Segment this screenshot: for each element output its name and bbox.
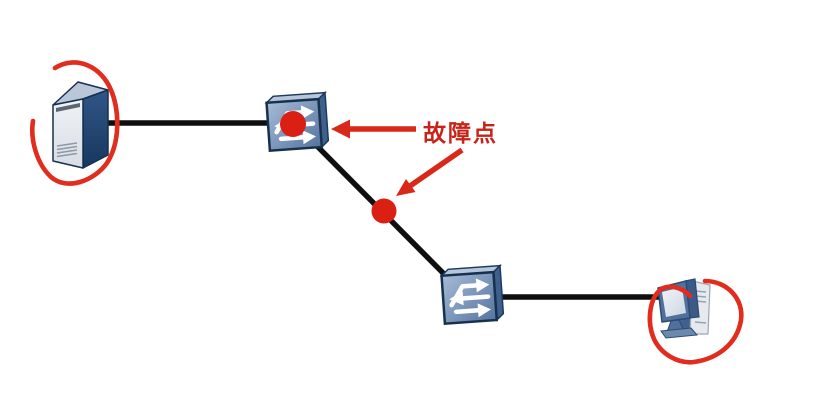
fault-point-label: 故障点 — [423, 120, 498, 146]
fault-arrow-switch1 — [331, 119, 416, 139]
hand-drawn-circle-pc — [647, 278, 744, 365]
server-node — [52, 81, 109, 169]
server-icon — [52, 81, 109, 169]
switch2-node — [441, 266, 504, 324]
lan-switch-icon — [441, 266, 504, 324]
fault-dot-switch1 — [280, 111, 306, 137]
fault-arrow-link — [396, 147, 464, 196]
fault-dot-link — [371, 198, 397, 224]
hand-drawn-circle-server — [30, 60, 120, 186]
annotations — [30, 60, 744, 365]
